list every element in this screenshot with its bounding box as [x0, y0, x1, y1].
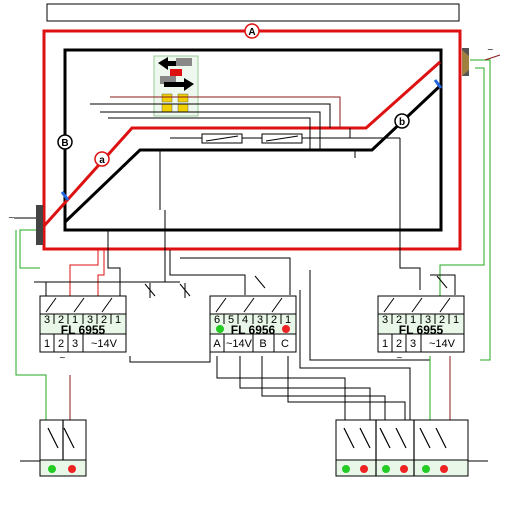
switch-right-btn-red-3[interactable]	[440, 465, 448, 473]
button-yellow-4	[177, 103, 189, 113]
led-red	[282, 325, 290, 333]
center-module-name: FL 6956	[231, 323, 276, 337]
module-left: 3 2 1 3 2 1 FL 6955 1 2 3 ~14V	[39, 295, 127, 353]
left-bot-t4: ~14V	[91, 338, 118, 350]
loop-a-marker	[244, 23, 260, 39]
siding-a-track	[42, 60, 441, 228]
left-bot-t3: 3	[72, 338, 78, 350]
switch-left-btn-green[interactable]	[48, 465, 56, 473]
center-top-t4: 3	[257, 314, 263, 326]
right-top-t2: 2	[396, 314, 402, 326]
left-top-t5: 2	[101, 314, 107, 326]
loop-b-label: B	[61, 138, 68, 149]
right-top-t4: 3	[425, 314, 431, 326]
switch-box-left	[20, 419, 87, 477]
loco-icon-top	[176, 58, 192, 66]
uncoupler-left-mark	[205, 135, 239, 142]
led-green	[216, 325, 224, 333]
wiring-bundle	[14, 54, 501, 425]
center-bot-t4: C	[281, 338, 289, 350]
center-top-t5: 2	[271, 314, 277, 326]
siding-b-marker	[394, 113, 410, 129]
indicator-red	[170, 69, 182, 76]
switch-right-btn-red-2[interactable]	[400, 465, 408, 473]
outer-loop-a	[42, 29, 462, 251]
right-bot-t3: 3	[410, 338, 416, 350]
siding-b-track	[63, 83, 443, 224]
ac-symbol-module-left: ~	[59, 353, 66, 362]
right-module-name: FL 6955	[399, 323, 444, 337]
left-module-name: FL 6955	[61, 323, 106, 337]
right-top-t5: 2	[439, 314, 445, 326]
right-top-t6: 1	[453, 314, 459, 326]
siding-b-label: b	[399, 117, 405, 128]
right-bot-t1: 1	[382, 338, 388, 350]
loco-icon-bottom	[160, 76, 176, 84]
left-top-t3: 1	[72, 314, 78, 326]
ac-symbol-right: ~	[487, 45, 494, 54]
left-bot-t1: 1	[44, 338, 50, 350]
loop-b-marker	[57, 134, 73, 150]
center-bot-t1: A	[213, 338, 221, 350]
switch-box-right	[335, 419, 488, 477]
right-top-t1: 3	[382, 314, 388, 326]
switch-left-btn-red[interactable]	[68, 465, 76, 473]
bumper-right-cap	[462, 50, 469, 76]
relay-switches	[144, 275, 448, 297]
left-top-t4: 3	[87, 314, 93, 326]
button-yellow-1	[161, 93, 173, 103]
module-center: 6 5 4 3 2 1 FL 6956 A ~14V B C	[209, 295, 297, 353]
right-top-t3: 1	[410, 314, 416, 326]
insulator-right	[433, 79, 443, 89]
module-right: 3 2 1 3 2 1 FL 6955 1 2 3 ~14V	[377, 295, 465, 353]
center-bot-t2: ~14V	[226, 338, 253, 350]
ac-symbol-left: ~	[8, 213, 15, 222]
switch-right-btn-red-1[interactable]	[360, 465, 368, 473]
center-top-t2: 5	[228, 314, 234, 326]
button-yellow-3	[161, 103, 173, 113]
center-top-t3: 4	[242, 314, 248, 326]
uncoupler-right-mark	[265, 135, 299, 142]
ac-symbol-module-right: ~	[396, 353, 403, 362]
switch-right-btn-green-2[interactable]	[382, 465, 390, 473]
siding-a-label: a	[99, 155, 105, 166]
bumper-left	[36, 205, 43, 245]
arrow-left-icon	[158, 57, 188, 70]
left-bot-t2: 2	[58, 338, 64, 350]
left-top-t1: 3	[44, 314, 50, 326]
left-top-t2: 2	[58, 314, 64, 326]
loop-a-label: A	[248, 27, 255, 38]
left-top-t6: 1	[115, 314, 121, 326]
switch-right-btn-green-3[interactable]	[422, 465, 430, 473]
center-bot-t3: B	[259, 338, 266, 350]
title-bar	[46, 3, 460, 22]
right-bot-t2: 2	[396, 338, 402, 350]
siding-a-marker	[94, 151, 110, 167]
center-top-t1: 6	[214, 314, 220, 326]
button-yellow-2	[177, 93, 189, 103]
arrow-right-icon	[164, 78, 194, 91]
right-bot-t4: ~14V	[429, 338, 456, 350]
insulator-left	[60, 191, 70, 201]
center-top-t6: 1	[285, 314, 291, 326]
switch-right-btn-green-1[interactable]	[342, 465, 350, 473]
